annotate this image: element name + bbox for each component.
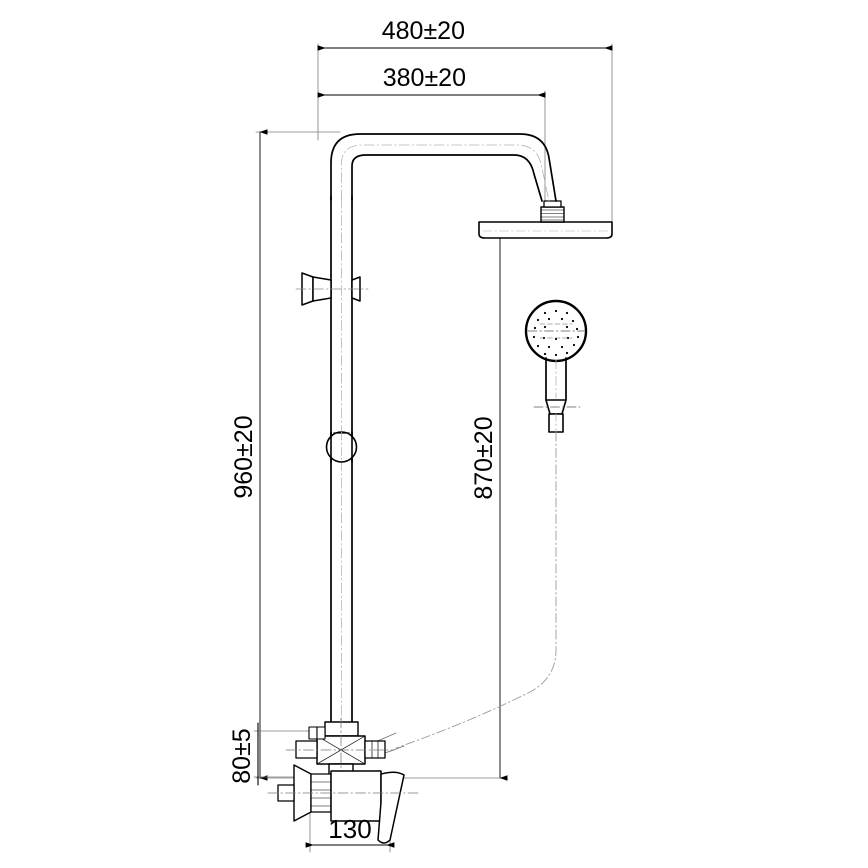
dimension-480	[317, 43, 613, 227]
hand-shower	[524, 299, 588, 433]
riser-pipe	[330, 195, 353, 737]
shower-arm	[330, 133, 557, 202]
shower-hose	[355, 431, 557, 761]
slider-ring	[325, 431, 358, 463]
dimension-label-480: 480±20	[382, 17, 465, 45]
rain-shower-head	[478, 221, 613, 239]
dimension-label-80: 80±5	[228, 728, 256, 783]
dimension-80	[253, 722, 317, 786]
hand-shower-spray-holes	[532, 309, 580, 357]
wall-bracket	[295, 272, 369, 306]
dimension-960	[255, 129, 341, 781]
dimension-label-960: 960±20	[230, 415, 258, 498]
mixer-lever-handle	[377, 771, 405, 844]
shower-head-knuckle	[540, 200, 565, 223]
dimension-label-870: 870±20	[470, 416, 498, 499]
dimension-label-130: 130	[328, 814, 371, 844]
dimension-870	[389, 229, 508, 781]
wall-mixer	[267, 764, 421, 844]
dimension-label-380: 380±20	[383, 64, 466, 92]
